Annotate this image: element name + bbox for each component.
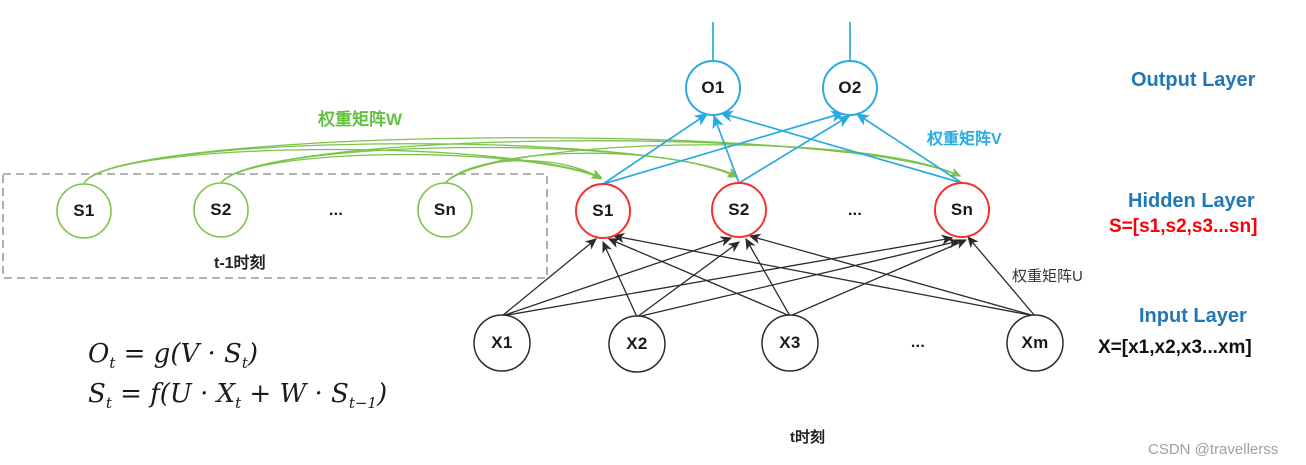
weight-u-arrows	[501, 232, 1036, 318]
hidden-layer-label: Hidden Layer	[1128, 190, 1255, 212]
output-stem-lines	[712, 22, 851, 60]
state-formula: St = f(U · Xt + W · St−1)	[88, 379, 388, 412]
output-circles	[685, 60, 878, 116]
hidden-node-s2: S2	[728, 200, 750, 219]
hidden-node-sn: Sn	[950, 200, 974, 219]
input-ellipsis: ...	[910, 334, 926, 351]
prev-hidden-node-s1: S1	[73, 201, 95, 220]
input-circles	[473, 314, 1064, 373]
weight-matrix-u-label: 权重矩阵U	[1012, 268, 1083, 285]
prev-hidden-ellipsis: ...	[328, 202, 344, 219]
output-layer-label: Output Layer	[1131, 69, 1256, 91]
hidden-vector-label: S=[s1,s2,s3...sn]	[1109, 216, 1258, 237]
weight-matrix-w-label: 权重矩阵W	[318, 110, 403, 129]
prev-hidden-node-sn: Sn	[433, 200, 457, 219]
prev-hidden-circles	[56, 182, 473, 239]
output-node-o2: O2	[838, 78, 862, 97]
output-node-o1: O1	[701, 78, 725, 97]
prev-hidden-node-s2: S2	[210, 200, 232, 219]
weight-matrix-v-label: 权重矩阵V	[927, 131, 1002, 148]
t-minus-1-time-label: t-1时刻	[214, 255, 266, 272]
hidden-circles	[575, 182, 990, 239]
hidden-node-s1: S1	[592, 201, 614, 220]
input-vector-label: X=[x1,x2,x3...xm]	[1098, 337, 1252, 358]
input-layer-label: Input Layer	[1139, 305, 1247, 327]
input-node-x1: X1	[491, 333, 513, 352]
input-node-x2: X2	[626, 334, 648, 353]
t-time-label: t时刻	[790, 429, 825, 446]
weight-w-arrows	[83, 137, 962, 184]
output-formula: Ot = g(V · St)	[88, 339, 259, 372]
weight-v-arrows	[602, 110, 963, 185]
hidden-ellipsis: ...	[847, 202, 863, 219]
csdn-watermark: CSDN @travellerss	[1148, 441, 1279, 458]
input-node-x3: X3	[779, 333, 801, 352]
input-node-xm: Xm	[1021, 333, 1049, 352]
